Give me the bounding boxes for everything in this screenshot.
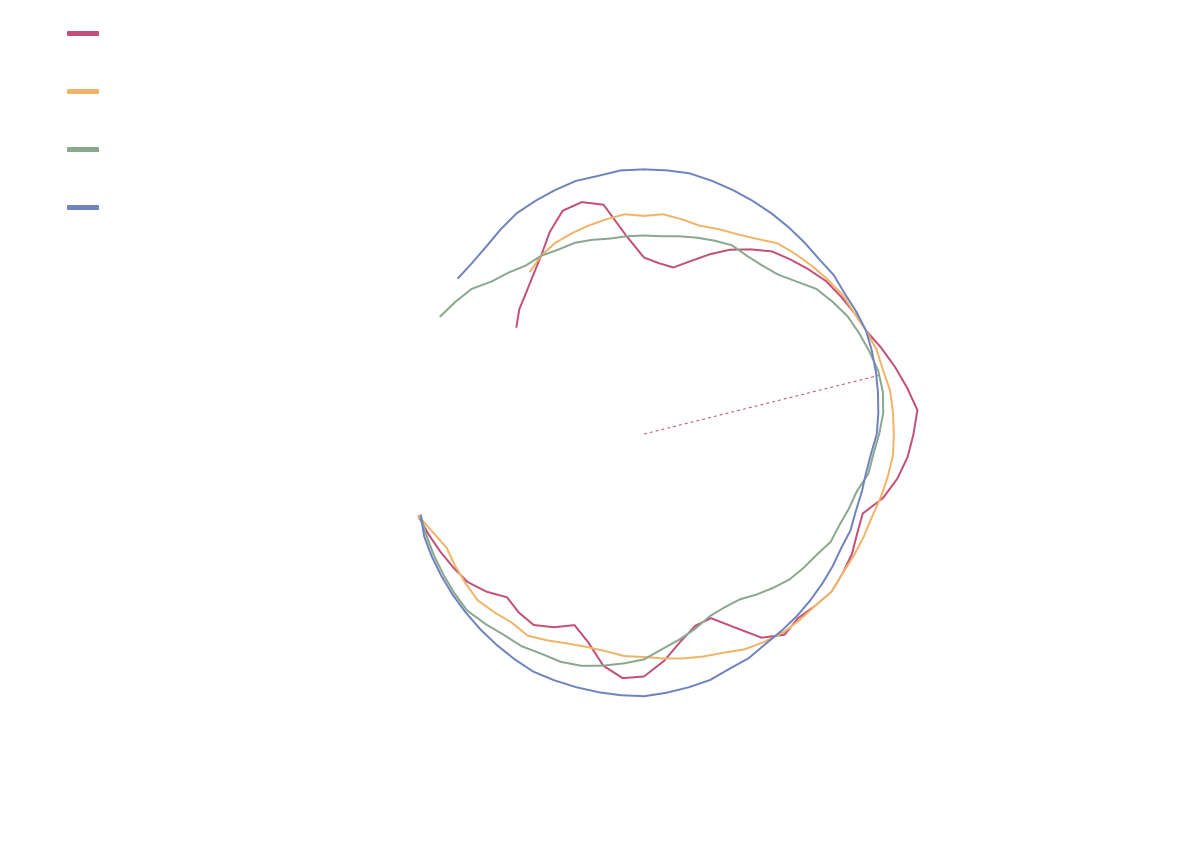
reference-line-layer (643, 374, 882, 435)
series-line-3 (419, 234, 885, 667)
legend-swatch (67, 147, 99, 152)
series-layer (417, 168, 919, 698)
legend-swatch (67, 31, 99, 36)
series-line-4 (419, 168, 880, 698)
series-line-2 (417, 213, 895, 660)
legend-swatch (67, 205, 99, 210)
reference-dashed-line (643, 374, 882, 435)
series-line-1 (417, 201, 919, 680)
legend-swatch (67, 89, 99, 94)
